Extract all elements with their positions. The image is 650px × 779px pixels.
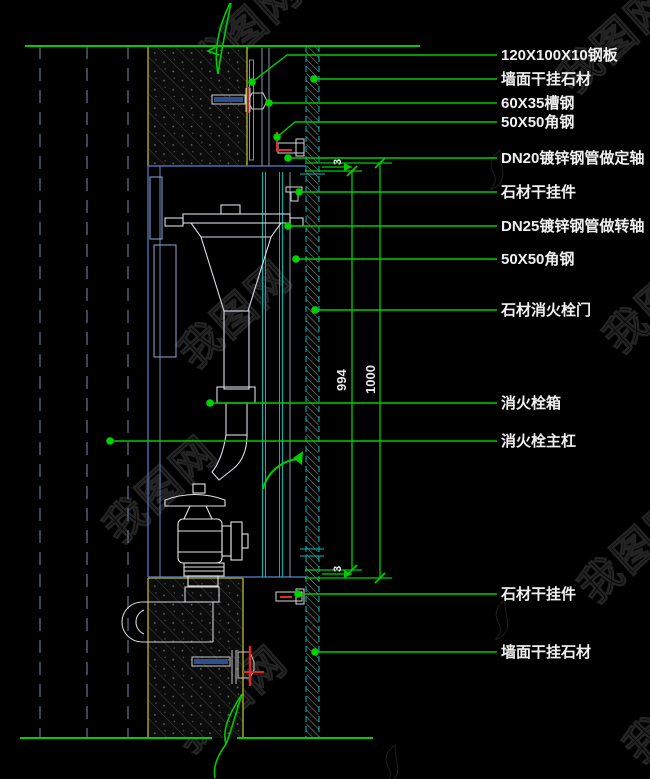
dim-gap-top-text: 3 bbox=[332, 159, 344, 165]
leader-lines bbox=[110, 54, 497, 653]
callout-angle-steel-top: 50X50角钢 bbox=[501, 113, 574, 131]
stone-cladding-strip bbox=[300, 46, 325, 738]
anchor-bolt-bottom bbox=[191, 646, 264, 686]
leader-line bbox=[276, 121, 497, 138]
callout-wall-stone-bot: 墙面干挂石材 bbox=[501, 643, 591, 661]
dim-994-text: 994 bbox=[334, 369, 349, 391]
leader-dot bbox=[310, 75, 318, 83]
callout-stone-hanger-top: 石材干挂件 bbox=[500, 183, 576, 201]
leader-dot bbox=[206, 399, 214, 407]
callout-dn25-pipe: DN25镀锌钢管做转轴 bbox=[501, 217, 644, 235]
leader-dot bbox=[292, 255, 300, 263]
leader-dot bbox=[265, 99, 273, 107]
watermark-text: 我图网 bbox=[615, 646, 650, 771]
leader-dot bbox=[311, 306, 319, 314]
watermark-flame-icon bbox=[489, 149, 504, 191]
annotation-layer bbox=[20, 2, 497, 779]
leader-dot bbox=[294, 590, 302, 598]
steel-plate-and-channel bbox=[249, 48, 270, 166]
door-swing-arc bbox=[262, 451, 303, 490]
dim-gap-bottom-text: 3 bbox=[332, 566, 344, 572]
callout-stone-hanger-bot: 石材干挂件 bbox=[500, 585, 576, 603]
supply-elbow-pipe bbox=[121, 586, 220, 643]
concrete-wall-top bbox=[147, 46, 248, 166]
callout-channel-steel: 60X35槽钢 bbox=[501, 94, 574, 112]
callout-angle-steel-mid: 50X50角钢 bbox=[501, 250, 574, 268]
watermark-text: 我图网 bbox=[595, 236, 650, 361]
leader-dot bbox=[295, 188, 303, 196]
dimension-lines bbox=[305, 157, 392, 584]
leader-dot bbox=[284, 154, 292, 162]
callout-hydrant-box: 消火栓箱 bbox=[501, 394, 561, 412]
leader-dots bbox=[106, 75, 319, 656]
fire-nozzle bbox=[164, 204, 304, 481]
callout-stone-door: 石材消火栓门 bbox=[500, 301, 591, 319]
break-line-bottom bbox=[213, 693, 243, 779]
leader-dot bbox=[311, 648, 319, 656]
anchor-bolt-top bbox=[211, 87, 268, 113]
leader-dot bbox=[248, 78, 256, 86]
watermark-text: 我图网 bbox=[170, 251, 302, 376]
hydrant-valve bbox=[164, 483, 249, 587]
callout-hydrant-bar: 消火栓主杠 bbox=[501, 432, 576, 450]
dim-1000-text: 1000 bbox=[363, 365, 378, 394]
leader-dot bbox=[273, 133, 281, 141]
callout-wall-stone-top: 墙面干挂石材 bbox=[501, 70, 591, 88]
watermark-text: 我图网 bbox=[570, 486, 650, 611]
break-line-top bbox=[205, 2, 232, 75]
concrete-wall-bottom bbox=[147, 577, 244, 738]
pivot-pipes bbox=[262, 172, 291, 577]
watermark-flame-icon bbox=[494, 599, 509, 641]
callout-steel-plate: 120X100X10钢板 bbox=[501, 46, 619, 64]
structure-grid-lines bbox=[39, 46, 129, 738]
leader-line bbox=[251, 54, 497, 83]
leader-dot bbox=[284, 222, 292, 230]
callout-labels: 120X100X10钢板 墙面干挂石材 60X35槽钢 50X50角钢 DN20… bbox=[500, 46, 644, 661]
watermark-flame-icon bbox=[385, 744, 399, 779]
leader-dot bbox=[106, 437, 114, 445]
callout-dn20-pipe: DN20镀锌钢管做定轴 bbox=[501, 149, 644, 167]
dimension-texts: 994 1000 3 3 bbox=[332, 159, 378, 572]
